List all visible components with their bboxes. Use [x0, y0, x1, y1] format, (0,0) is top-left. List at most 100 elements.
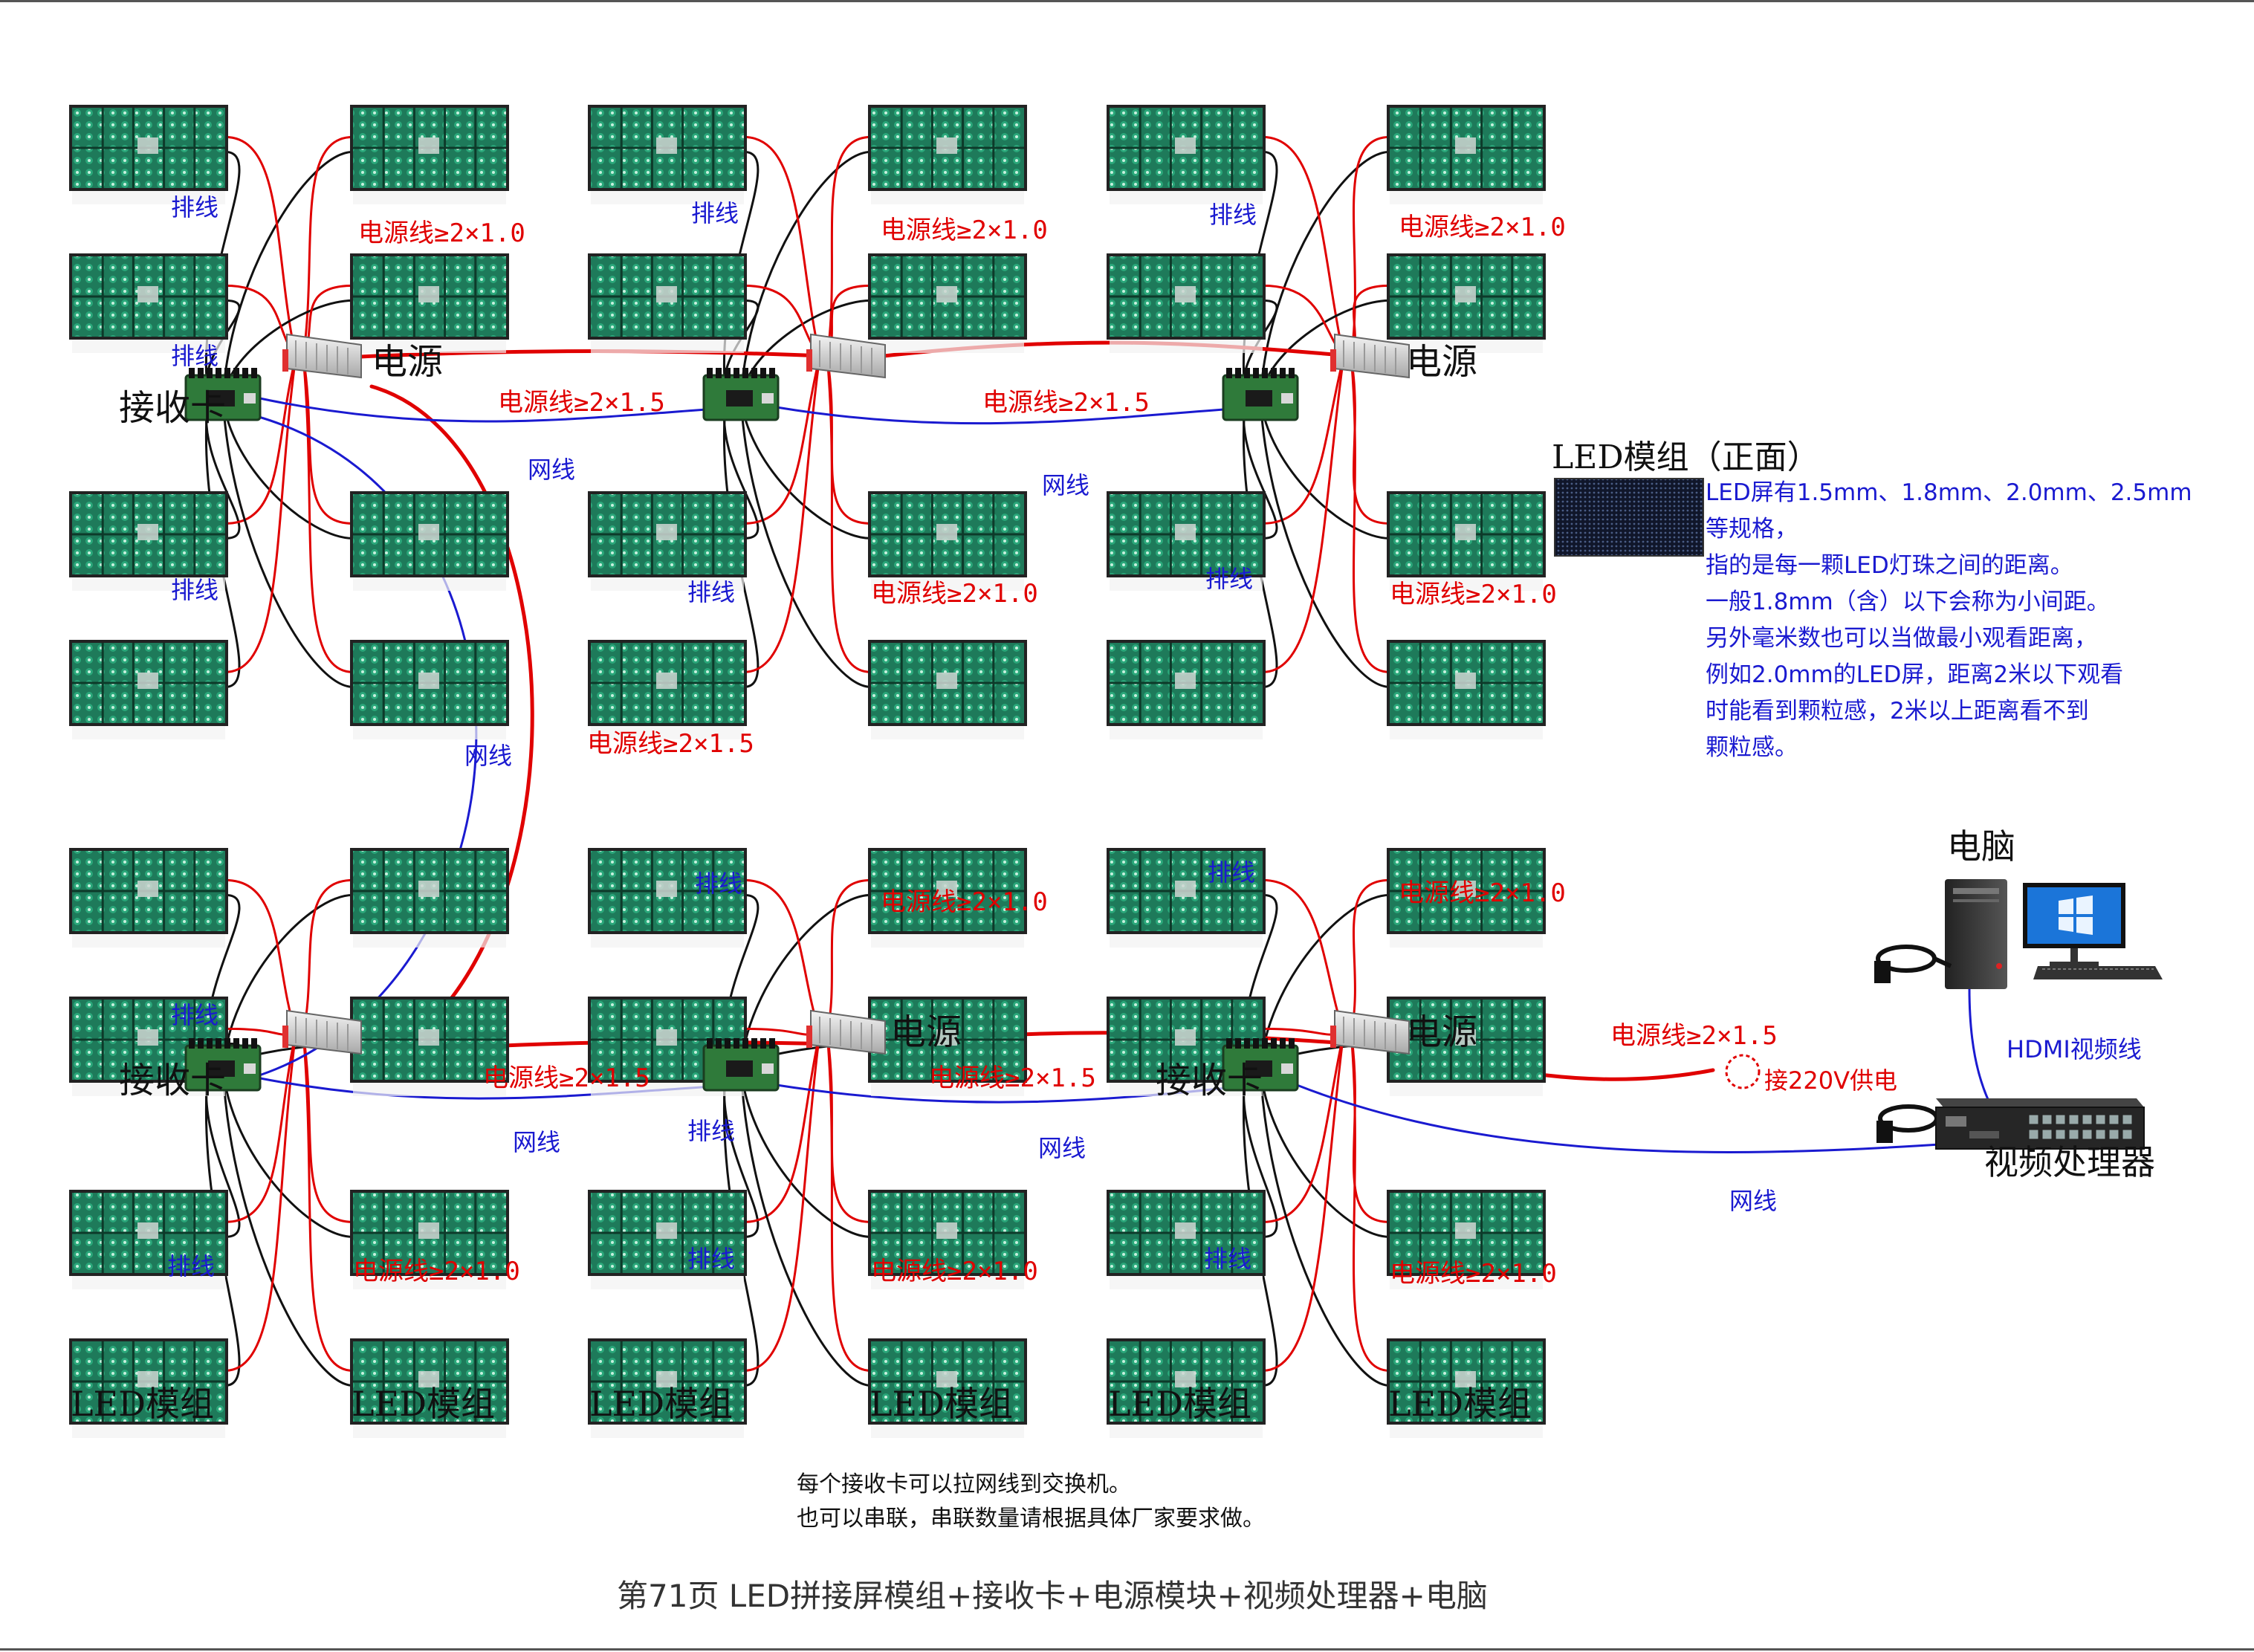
receiver-card-icon [184, 368, 262, 421]
led-module-front-image [1554, 478, 1704, 557]
led-module [350, 1338, 509, 1438]
led-module-caption: LED模组 [352, 1384, 495, 1424]
computer-icon [1945, 879, 2163, 989]
power-wire-1-5-label: 电源线≥2×1.5 [498, 388, 665, 418]
devices-layer [184, 333, 2163, 1150]
page-footer: 第71页 LED拼接屏模组+接收卡+电源模块+视频处理器+电脑 [617, 1578, 1488, 1614]
power-wire-1-0-label: 电源线≥2×1.0 [1399, 213, 1566, 242]
ribbon-label: 排线 [1208, 858, 1255, 887]
network-cable-label: 网线 [528, 456, 575, 484]
spec-info-line: 例如2.0mm的LED屏，距离2米以下观看 [1706, 661, 2123, 688]
led-module [350, 997, 509, 1096]
led-module [868, 1190, 1027, 1289]
ribbon-label: 排线 [1205, 565, 1253, 593]
receiver-card-icon [702, 1038, 780, 1092]
spec-info-line: 时能看到颗粒感，2米以上距离看不到 [1706, 698, 2089, 725]
led-module-caption: LED模组 [71, 1384, 214, 1424]
led-front-caption: LED模组（正面） [1552, 438, 1820, 476]
led-module [868, 848, 1027, 948]
power-cable-coil-icon [1874, 945, 1952, 983]
network-cable-label: 网线 [1042, 471, 1089, 499]
mains-supply-label: 接220V供电 [1764, 1066, 1897, 1095]
computer-caption: 电脑 [1947, 826, 2015, 867]
led-module [350, 253, 509, 353]
hdmi-cable-label: HDMI视频线 [2007, 1035, 2142, 1063]
led-module [1387, 105, 1546, 204]
power-caption: 电源 [372, 341, 443, 383]
led-module [588, 848, 747, 948]
led-module [588, 253, 747, 353]
led-module [69, 491, 228, 591]
led-module [588, 1190, 747, 1289]
bottom-border [0, 1648, 2254, 1651]
network-cable-label: 网线 [1038, 1134, 1086, 1162]
led-module [1107, 848, 1266, 948]
receiver-card-icon [184, 1038, 262, 1092]
power-wire-1-0-label: 电源线≥2×1.0 [353, 1257, 520, 1286]
ribbon-label: 排线 [691, 199, 739, 227]
ribbon-label: 排线 [171, 1001, 218, 1029]
led-module [868, 997, 1027, 1096]
led-module [69, 1190, 228, 1289]
led-module [1107, 105, 1266, 204]
ribbon-label: 排线 [171, 576, 218, 604]
power-supply-icon [1330, 1009, 1410, 1055]
receiver-caption: 接收卡 [119, 1060, 226, 1101]
receiver-card-icon [1222, 368, 1299, 421]
power-wire-1-0-label: 电源线≥2×1.0 [871, 579, 1038, 609]
spec-info-line: 等规格， [1706, 516, 1798, 542]
led-module [350, 640, 509, 739]
ribbon-label: 排线 [171, 193, 218, 221]
power-wire-1-5-label: 电源线≥2×1.5 [1610, 1021, 1778, 1051]
led-module [868, 640, 1027, 739]
note-line: 也可以串联，串联数量请根据具体厂家要求做。 [797, 1506, 1265, 1532]
led-module-caption: LED模组 [1388, 1384, 1532, 1424]
network-cable-label: 网线 [464, 742, 512, 770]
power-caption: 电源 [1406, 1011, 1477, 1053]
power-wire-1-0-label: 电源线≥2×1.0 [881, 887, 1048, 917]
power-supply-icon [282, 1009, 362, 1055]
led-module [588, 640, 747, 739]
ribbon-label: 排线 [171, 342, 218, 370]
power-caption: 电源 [890, 1011, 962, 1053]
power-wire-1-5-label: 电源线≥2×1.5 [982, 388, 1150, 418]
power-supply-icon [806, 1009, 886, 1055]
led-module [350, 1190, 509, 1289]
led-module [350, 105, 509, 204]
ribbon-label: 排线 [1204, 1245, 1251, 1273]
receiver-caption: 接收卡 [1156, 1060, 1263, 1101]
ribbon-label: 排线 [1209, 201, 1257, 229]
power-supply-icon [806, 333, 886, 379]
led-module [1107, 491, 1266, 591]
led-module [868, 253, 1027, 353]
led-module [350, 491, 509, 591]
power-wire-1-0-label: 电源线≥2×1.0 [358, 218, 525, 248]
led-module [69, 253, 228, 353]
led-module [1387, 1338, 1546, 1438]
led-module [1387, 640, 1546, 739]
video-processor-caption: 视频处理器 [1984, 1142, 2155, 1182]
wires-layer [204, 135, 1993, 1387]
ribbon-label: 排线 [687, 1117, 735, 1145]
note-line: 每个接收卡可以拉网线到交换机。 [797, 1471, 1131, 1497]
video-processor-icon [1935, 1098, 2145, 1150]
led-module [1107, 253, 1266, 353]
power-supply-icon [1330, 333, 1410, 379]
power-wire-1-5-label: 电源线≥2×1.5 [587, 729, 754, 759]
receiver-caption: 接收卡 [119, 387, 226, 429]
led-module [1387, 1190, 1546, 1289]
ribbon-label: 排线 [167, 1252, 215, 1280]
led-module [868, 1338, 1027, 1438]
network-cable-label: 网线 [513, 1128, 560, 1156]
led-module [1107, 1190, 1266, 1289]
led-module [1107, 640, 1266, 739]
power-wire-1-5-label: 电源线≥2×1.5 [483, 1063, 650, 1093]
ribbon-label: 排线 [687, 578, 735, 606]
led-module [69, 640, 228, 739]
led-module-caption: LED模组 [1108, 1384, 1251, 1424]
led-module [1387, 491, 1546, 591]
led-module [868, 491, 1027, 591]
power-supply-icon [282, 333, 362, 379]
